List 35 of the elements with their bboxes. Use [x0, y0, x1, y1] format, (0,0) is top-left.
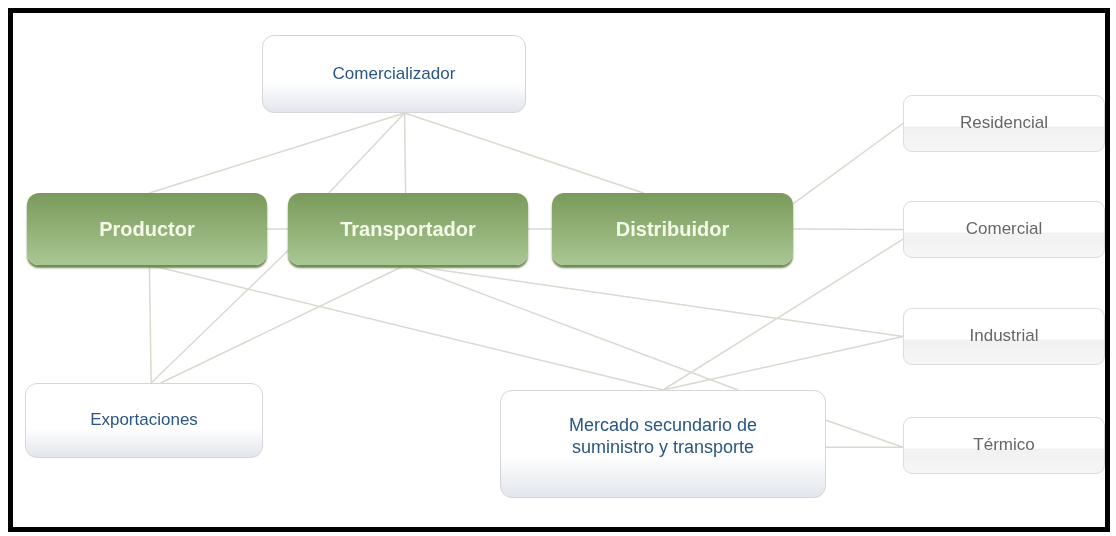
- rounded-box: [25, 383, 263, 458]
- connector-line: [792, 228, 904, 231]
- category-box: [903, 95, 1105, 152]
- connector-line: [662, 238, 904, 391]
- connector-line: [148, 264, 152, 384]
- connector-line: [404, 264, 739, 391]
- connector-line: [403, 112, 407, 194]
- connector-line: [266, 228, 289, 230]
- connector-line: [148, 264, 664, 391]
- node-label: Mercado secundario de suministro y transporte: [567, 415, 759, 459]
- rounded-box: [262, 35, 526, 113]
- node-label: Exportaciones: [89, 410, 199, 431]
- rounded-box: [500, 390, 826, 498]
- connector-line: [403, 112, 645, 194]
- node-label: Residencial: [959, 113, 1049, 134]
- node-label: Industrial: [968, 326, 1040, 347]
- category-box: [903, 201, 1105, 258]
- node-label: Térmico: [972, 435, 1036, 456]
- connector-line: [328, 112, 406, 194]
- connector-line: [150, 249, 289, 384]
- node-label: Distribuidor: [614, 217, 731, 241]
- process-box: [288, 193, 528, 265]
- node-label: Productor: [98, 217, 196, 241]
- node-label: Comercial: [964, 219, 1044, 240]
- node-label: Comercializador: [331, 63, 457, 85]
- connector-line: [792, 122, 904, 205]
- connector-line: [159, 264, 407, 384]
- node-label: Transportador: [339, 217, 477, 241]
- process-box: [27, 193, 267, 265]
- category-box: [903, 417, 1105, 474]
- connector-line: [825, 446, 904, 448]
- connector-line: [527, 228, 553, 230]
- connector-line: [825, 419, 904, 448]
- process-box: [552, 193, 793, 265]
- category-box: [903, 308, 1105, 365]
